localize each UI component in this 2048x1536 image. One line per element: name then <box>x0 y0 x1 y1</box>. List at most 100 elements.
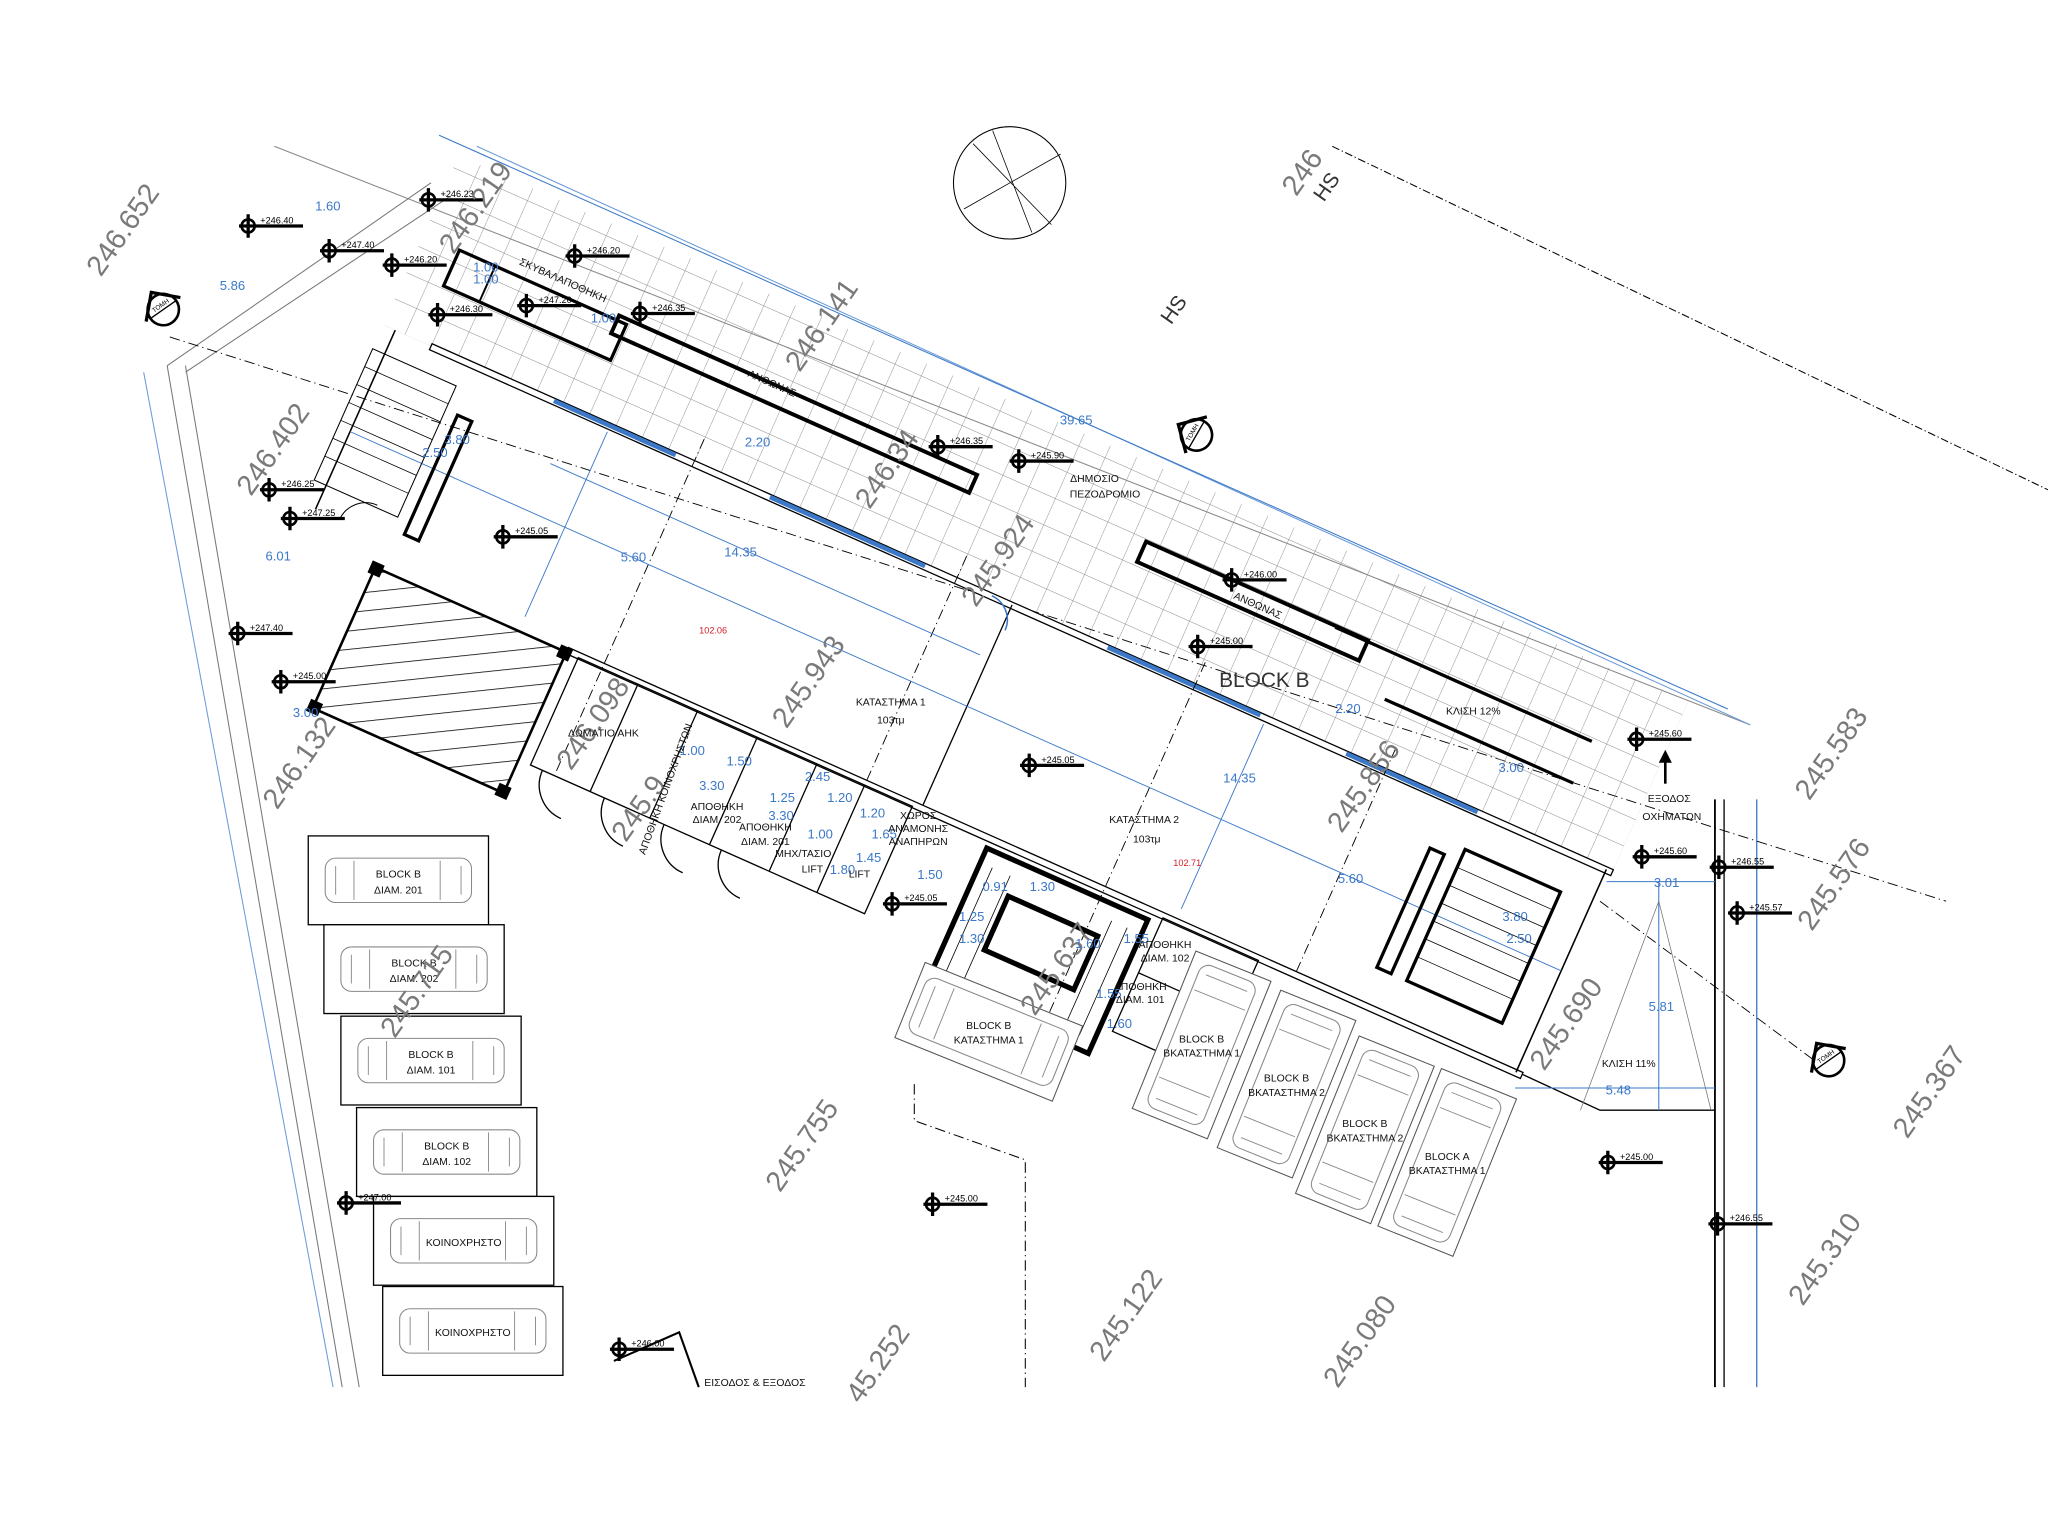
dimension-value: 39.65 <box>1060 412 1093 427</box>
planter-1 <box>608 312 980 496</box>
spot-level-value: +245.05 <box>904 893 937 903</box>
shop-1-area: 103τμ <box>877 716 905 727</box>
spot-level-marker: +246.00 <box>609 1337 674 1361</box>
dimension-value: 3.30 <box>699 778 724 793</box>
lift-label: LIFT <box>802 864 824 875</box>
dimension-value: 2.45 <box>805 769 830 784</box>
spot-level-value: +247.00 <box>358 1192 391 1202</box>
dimension-value: 1.55 <box>1096 986 1121 1001</box>
spot-level-marker: +246.35 <box>928 434 993 459</box>
dimension-value: 3.00 <box>1498 760 1523 775</box>
spot-level-value: +246.23 <box>441 189 474 199</box>
site-boundaries <box>143 126 2048 1388</box>
dimension-value: 2.20 <box>745 435 770 450</box>
dimension-value: 1.65 <box>872 827 897 842</box>
parking-space-owner: BLOCK A <box>1425 1152 1470 1163</box>
dimension-value: 2.20 <box>1335 701 1360 716</box>
dimension-value: 3.80 <box>444 432 469 447</box>
spot-level-value: +245.60 <box>1654 846 1687 856</box>
dimension-value: 1.00 <box>808 827 833 842</box>
waiting-area-label: ΧΩΡΟΣ <box>900 811 937 822</box>
parking-space: BLOCK A ΒΚΑΤΑΣΤΗΜΑ 1 <box>1377 1067 1518 1258</box>
dimension-value: 1.60 <box>1107 1016 1132 1031</box>
spot-level-value: +246.55 <box>1730 1213 1763 1223</box>
parking-space-unit: ΔΙΑΜ. 101 <box>407 1066 456 1077</box>
dimension-value: 14.35 <box>724 544 757 559</box>
parking-space-owner: BLOCK B <box>1264 1073 1309 1084</box>
waiting-area-label: ΑΝΑΠΗΡΩΝ <box>889 837 948 848</box>
storage-apt-label: ΔΙΑΜ. 101 <box>1116 995 1165 1006</box>
spot-level-marker: +245.60 <box>1632 845 1697 869</box>
dimension-value: 3.00 <box>293 705 318 720</box>
parking-space-owner: BLOCK B <box>424 1141 469 1152</box>
spot-level-value: +245.00 <box>293 671 326 681</box>
parking-space-owner: BLOCK B <box>1179 1034 1224 1045</box>
dimension-value: 3.80 <box>1502 909 1527 924</box>
storage-apt-label: ΔΙΑΜ. 201 <box>741 837 790 848</box>
storage-label: ΑΠΟΘΗΚΗ <box>739 823 792 834</box>
spot-level-marker: +245.00 <box>1598 1150 1663 1175</box>
parking-space-unit: ΔΙΑΜ. 102 <box>422 1157 471 1168</box>
dimension-value: 1.55 <box>1124 931 1149 946</box>
spot-level-value: +247.40 <box>341 240 374 250</box>
block-b-label: BLOCK B <box>1219 669 1310 692</box>
section-marker-icon: ΤΟΜΗ <box>1176 415 1214 454</box>
hs-label: HS <box>1156 291 1191 328</box>
storage-apt-label: ΔΙΑΜ. 102 <box>1141 953 1190 964</box>
parking-space-unit: ΔΙΑΜ. 202 <box>390 974 439 985</box>
vehicle-exit-label: ΕΞΟΔΟΣ <box>1648 794 1692 805</box>
entrance-exit-label: ΕΙΣΟΔΟΣ & ΕΞΟΔΟΣ <box>704 1378 806 1389</box>
spot-level-marker: +246.55 <box>1708 1212 1773 1236</box>
dimension-value: 1.25 <box>770 790 795 805</box>
shop-1-label: ΚΑΤΑΣΤΗΜΑ 1 <box>856 697 926 708</box>
dimension-value: 1.50 <box>727 753 752 768</box>
storage-label: ΑΠΟΘΗΚΗ <box>691 802 744 813</box>
spot-level-value: +246.30 <box>450 304 483 314</box>
terrain-level-label: 246.098 <box>551 672 637 775</box>
dimension-value: 1.60 <box>1075 936 1100 951</box>
machine-room-label: ΜΗΧ/ΤΑΣΙΟ <box>775 849 831 860</box>
spot-level-value: +245.00 <box>1620 1152 1653 1162</box>
dimension-value: 1.00 <box>680 743 705 758</box>
dimension-value: 1.20 <box>860 806 885 821</box>
parking-space: ΚΟΙΝΟΧΡΗΣΤΟ <box>372 1195 555 1286</box>
parking-space-unit: ΒΚΑΤΑΣΤΗΜΑ 1 <box>1163 1049 1240 1060</box>
dimension-value: 5.86 <box>220 278 245 293</box>
parking-space-owner: BLOCK B <box>1342 1119 1387 1130</box>
spot-level-value: +245.90 <box>1031 450 1064 460</box>
dimension-value: 2.50 <box>1506 931 1531 946</box>
storage-label: ΑΠΟΘΗΚΗ <box>1114 982 1167 993</box>
dimension-value: 1.45 <box>856 850 881 865</box>
spot-level-value: +245.05 <box>515 526 548 536</box>
lift-core-hatched <box>311 565 569 795</box>
parking-space-unit: ΔΙΑΜ. 201 <box>374 885 423 896</box>
spot-level-marker: +246.55 <box>1709 855 1774 880</box>
spot-level-value: +246.25 <box>281 479 314 489</box>
dimension-value: 1.25 <box>959 909 984 924</box>
dimension-value: 1.80 <box>830 862 855 877</box>
spot-level-marker: +245.05 <box>493 525 558 549</box>
dimension-value: 2.50 <box>422 445 447 460</box>
lift-label: LIFT <box>849 870 871 881</box>
shop-1-area-calc: 102.06 <box>699 625 727 635</box>
dimension-value: 5.60 <box>1338 871 1363 886</box>
spot-level-marker: +245.00 <box>1188 634 1253 659</box>
spot-level-value: +245.60 <box>1649 729 1682 739</box>
spot-level-marker: +246.40 <box>239 214 304 238</box>
section-marker-icon: ΤΟΜΗ <box>1809 1041 1846 1078</box>
parking-space-owner: BLOCK B <box>376 870 421 881</box>
spot-level-value: +246.20 <box>404 255 437 265</box>
shop-2-area: 103τμ <box>1133 834 1161 845</box>
block-b-building <box>305 134 1728 1080</box>
spot-level-marker: +245.57 <box>1727 901 1792 925</box>
parking-space-unit: ΒΚΑΤΑΣΤΗΜΑ 1 <box>1409 1166 1486 1177</box>
spot-level-marker: +247.00 <box>336 1191 401 1215</box>
terrain-level-label: 245.367 <box>1887 1040 1973 1143</box>
shop-2-area-calc: 102.71 <box>1173 858 1201 868</box>
dimension-value: 1.30 <box>959 931 984 946</box>
